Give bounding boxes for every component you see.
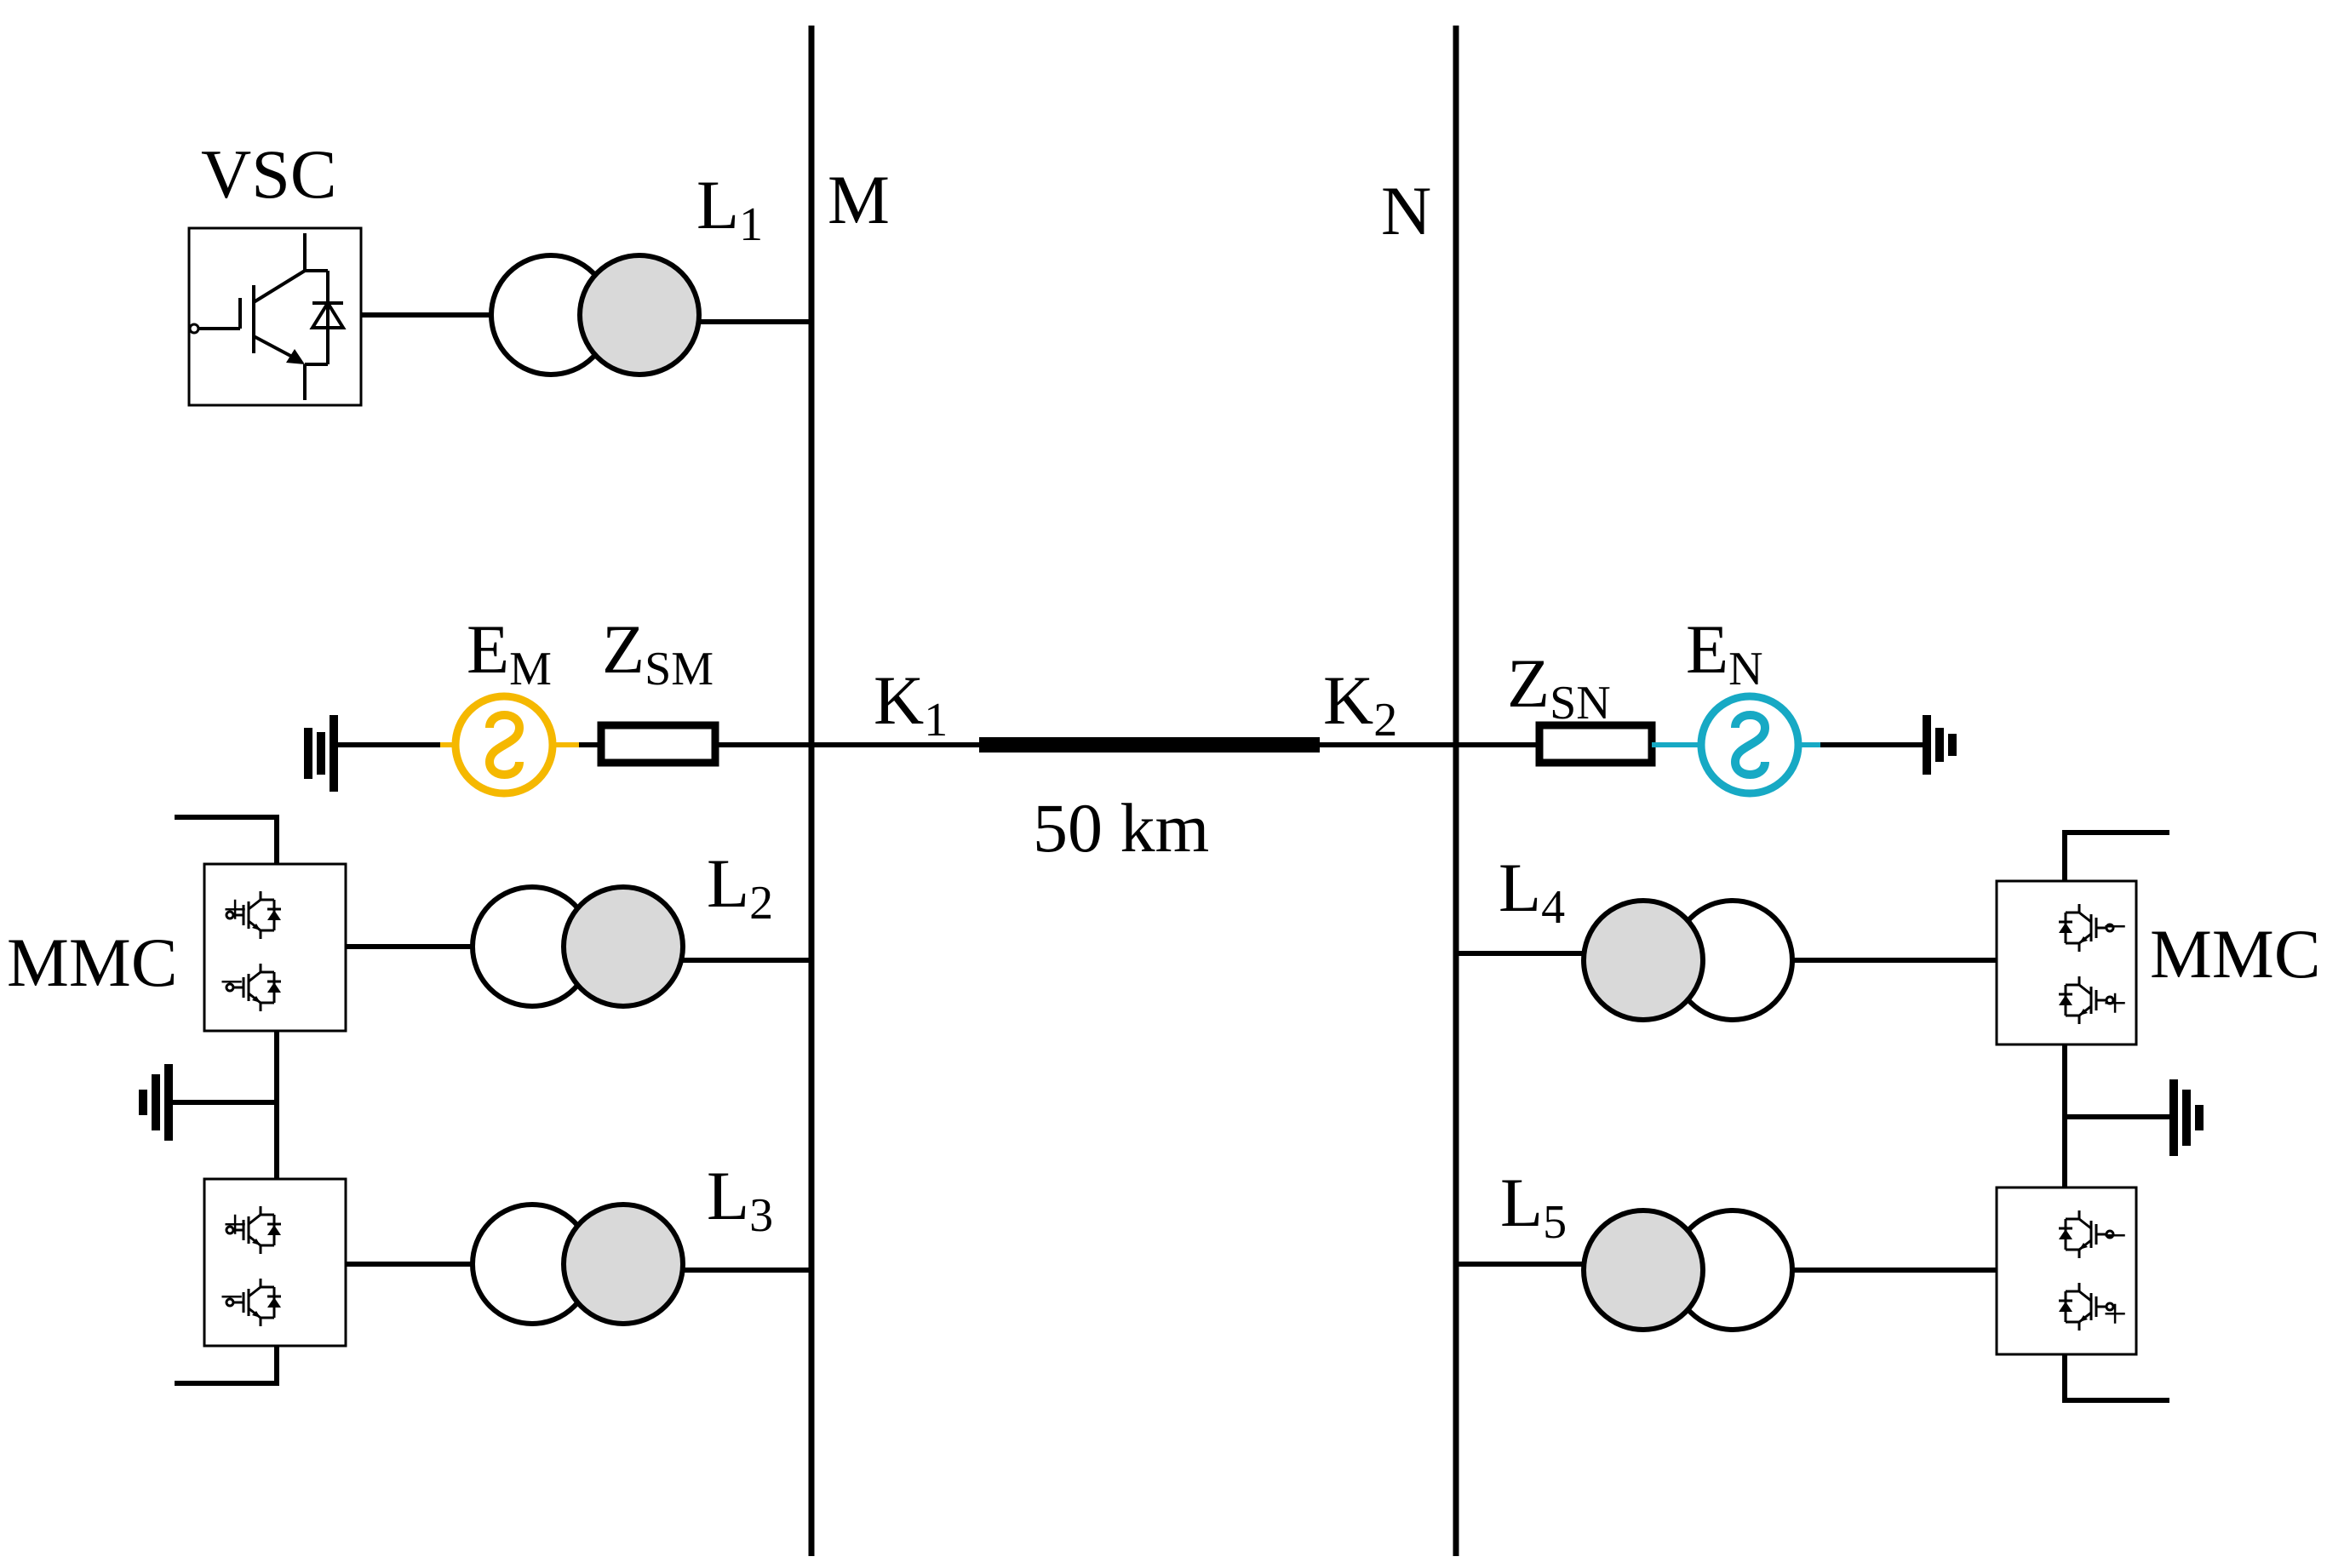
svg-text:−: −	[2103, 902, 2127, 950]
vsc-converter	[187, 226, 363, 407]
ground-right	[1820, 715, 1957, 775]
source-em	[451, 692, 557, 798]
mmc-left-dc-top	[175, 815, 279, 864]
svg-text:−: −	[220, 1273, 244, 1320]
l3-label: L3	[707, 1157, 773, 1242]
mmc-right-dc-top	[2062, 830, 2169, 881]
impedance-zsn	[1535, 721, 1656, 767]
svg-text:+: +	[2103, 979, 2127, 1027]
l1-label: L1	[696, 166, 763, 251]
line-length-label: 50 km	[1033, 789, 1209, 867]
bus-m-label: M	[828, 161, 890, 238]
mmc-left-label: MMC	[7, 924, 178, 1001]
vsc-label: VSC	[201, 135, 337, 213]
em-label: EM	[467, 610, 552, 695]
svg-text:−: −	[2103, 1211, 2127, 1259]
transformer-l4	[1581, 898, 1795, 1022]
l5-label: L5	[1500, 1164, 1567, 1249]
zsn-label: ZSN	[1507, 644, 1611, 730]
mmc-left-lower-module: + −	[203, 1177, 347, 1348]
ground-left	[304, 715, 440, 792]
impedance-zsm	[597, 721, 719, 767]
en-label: EN	[1686, 610, 1763, 695]
svg-text:−: −	[220, 958, 244, 1005]
transformer-l3	[470, 1202, 685, 1326]
k1-label: K1	[874, 661, 948, 747]
l2-label: L2	[707, 844, 773, 930]
bus-n-label: N	[1381, 172, 1431, 249]
svg-text:+: +	[2103, 1290, 2127, 1337]
zsm-label: ZSM	[602, 610, 714, 695]
mmc-right-lower-module: − +	[1995, 1186, 2138, 1356]
ground-mmc-left	[139, 1064, 277, 1141]
source-en	[1697, 692, 1802, 798]
mmc-left-dc-bottom	[175, 1346, 279, 1386]
transformer-l1	[489, 253, 702, 377]
mmc-right-dc-bottom	[2062, 1354, 2169, 1403]
mmc-right-label: MMC	[2150, 915, 2321, 993]
l4-label: L4	[1499, 849, 1565, 934]
k2-label: K2	[1323, 661, 1397, 747]
transformer-l2	[470, 884, 685, 1009]
mmc-right-upper-module: − +	[1995, 879, 2138, 1046]
ground-mmc-right	[2065, 1079, 2204, 1156]
mmc-left-upper-module: + −	[203, 862, 347, 1033]
transformer-l5	[1581, 1208, 1795, 1332]
